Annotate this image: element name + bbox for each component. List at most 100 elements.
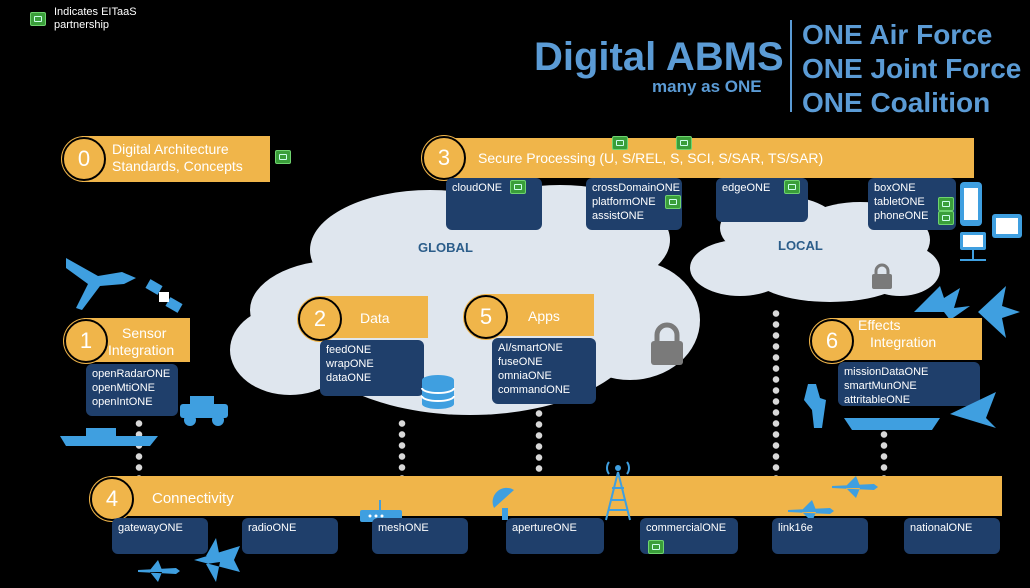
eitaas-icon	[676, 136, 692, 150]
eitaas-icon	[784, 180, 800, 194]
connector-dots	[535, 408, 543, 484]
data-box: feedONE wrapONE dataONE	[320, 340, 424, 396]
database-icon	[421, 375, 455, 409]
pillar-6-title-line-2: Integration	[870, 334, 937, 350]
lock-icon	[651, 322, 683, 365]
pillar-5-number: 5	[464, 295, 508, 339]
box-item: apertureONE	[512, 522, 577, 534]
jet-icon	[788, 500, 834, 522]
pillar-0-title: Digital Architecture Standards, Concepts	[112, 141, 243, 175]
eitaas-icon	[648, 540, 664, 554]
eitaas-icon	[938, 211, 954, 225]
local-label: LOCAL	[778, 238, 823, 253]
box-item: commandONE	[498, 384, 571, 396]
fighter-jet-icons	[914, 286, 1020, 338]
satellite-icon	[145, 279, 183, 313]
page-subtitle: many as ONE	[652, 77, 762, 96]
eitaas-icon	[665, 195, 681, 209]
jet-icon	[832, 476, 878, 498]
link16e-box: link16e	[772, 518, 868, 554]
pillar-6-title: Effects Integration	[858, 317, 936, 351]
pillar-1-title-line-2: Integration	[108, 342, 175, 358]
lock-icon	[872, 263, 892, 289]
box-item: commercialONE	[646, 522, 727, 534]
box-item: cloudONE	[452, 182, 503, 194]
satellite-dish-icon	[492, 487, 514, 520]
box-item: tabletONE	[874, 196, 925, 208]
connector-dots	[398, 418, 406, 484]
box-item: radioONE	[248, 522, 297, 534]
box-item: fuseONE	[498, 356, 543, 368]
box-item: phoneONE	[874, 210, 929, 222]
sensor-box: openRadarONE openMtiONE openIntONE	[86, 364, 178, 416]
pillar-5-title: Apps	[528, 308, 560, 324]
pillar-4-title: Connectivity	[152, 490, 234, 507]
eitaas-icon	[510, 180, 526, 194]
box-item: omniaONE	[498, 370, 552, 382]
header-line-joint-force: ONE Joint Force	[802, 53, 1022, 84]
box-item: boxONE	[874, 182, 916, 194]
box-item: smartMunONE	[844, 380, 917, 392]
mesh-one-box: meshONE	[372, 518, 468, 554]
connector-dots	[772, 308, 780, 484]
aircraft-group-icon	[138, 538, 240, 582]
legend-line-2: partnership	[54, 19, 110, 31]
box-item: assistONE	[592, 210, 644, 222]
pillar-1-title-line-1: Sensor	[122, 325, 167, 341]
ship-icon	[844, 418, 940, 430]
pillar-6-title-line-1: Effects	[858, 317, 901, 333]
pillar-0-title-line-2: Standards, Concepts	[112, 158, 243, 174]
eitaas-icon	[612, 136, 628, 150]
box-item: openMtiONE	[92, 382, 155, 394]
box-item: edgeONE	[722, 182, 771, 194]
box-item: dataONE	[326, 372, 372, 384]
eitaas-legend-icon	[30, 12, 46, 26]
pillar-3-title: Secure Processing (U, S/REL, S, SCI, S/S…	[478, 150, 824, 166]
box-item: missionDataONE	[844, 366, 929, 378]
box-item: link16e	[778, 522, 813, 534]
pillar-2-title: Data	[360, 310, 390, 326]
pillar-0-number: 0	[62, 137, 106, 181]
box-item: AI/smartONE	[498, 342, 563, 354]
legend-text: Indicates EITaaS partnership	[54, 6, 137, 32]
edge-one-box: edgeONE	[716, 178, 808, 222]
bomber-icon	[950, 392, 996, 428]
header-divider	[790, 20, 792, 112]
box-item: wrapONE	[326, 358, 374, 370]
pillar-1-title: Sensor Integration	[108, 325, 174, 359]
pillar-6-number: 6	[810, 319, 854, 363]
eitaas-icon	[275, 150, 291, 164]
box-item: nationalONE	[910, 522, 973, 534]
eitaas-icon	[938, 197, 954, 211]
connector-dots	[135, 418, 143, 484]
box-item: openIntONE	[92, 396, 153, 408]
pillar-3-bar	[442, 138, 974, 178]
cloud-one-box: cloudONE	[446, 178, 542, 230]
ship-icon	[60, 428, 158, 446]
effects-assets-icons	[804, 384, 996, 430]
page-title: Digital ABMS	[534, 35, 784, 79]
header-line-air-force: ONE Air Force	[802, 19, 993, 50]
gateway-one-box: gatewayONE	[112, 518, 208, 554]
soldier-icon	[804, 384, 826, 428]
global-label: GLOBAL	[418, 240, 473, 255]
radio-one-box: radioONE	[242, 518, 338, 554]
box-item: openRadarONE	[92, 368, 171, 380]
pillar-4-number: 4	[90, 477, 134, 521]
header-line-coalition: ONE Coalition	[802, 87, 991, 118]
pillar-0-bar	[82, 136, 270, 182]
pillar-1-number: 1	[64, 319, 108, 363]
effects-box: missionDataONE smartMunONE attritableONE	[838, 362, 980, 406]
aircraft-icon	[66, 258, 136, 310]
legend-line-1: Indicates EITaaS	[54, 6, 137, 18]
connector-dots	[880, 418, 888, 484]
aperture-one-box: apertureONE	[506, 518, 604, 554]
box-item: crossDomainONE	[592, 182, 681, 194]
device-icons	[960, 182, 1022, 261]
pillar-0-title-line-1: Digital Architecture	[112, 141, 229, 157]
box-item: gatewayONE	[118, 522, 183, 534]
pillar-3-number: 3	[422, 136, 466, 180]
box-item: meshONE	[378, 522, 429, 534]
vehicle-icon	[180, 396, 228, 426]
